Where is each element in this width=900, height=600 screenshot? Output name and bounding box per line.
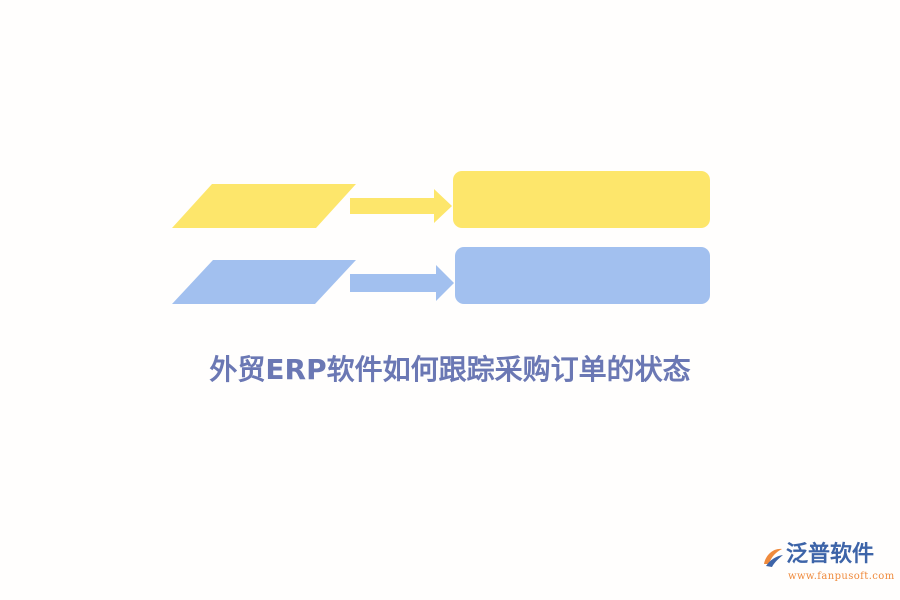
row-1-parallelogram [172,184,356,228]
logo-swoosh-orange [764,548,782,564]
row-1 [172,171,710,228]
row-1-box [453,171,710,228]
row-2-arrow-icon [350,265,454,301]
fanpu-logo: 泛普软件 www.fanpusoft.com [760,540,894,586]
row-2 [172,247,710,304]
diagram-title: 外贸ERP软件如何跟踪采购订单的状态 [209,353,691,386]
row-2-parallelogram [172,260,356,304]
logo-url: www.fanpusoft.com [788,571,895,582]
fanpu-logo-icon [764,548,783,567]
logo-name: 泛普软件 [786,542,875,567]
logo-swoosh-blue [766,555,783,567]
row-2-box [455,247,710,304]
row-1-arrow-icon [350,189,452,223]
